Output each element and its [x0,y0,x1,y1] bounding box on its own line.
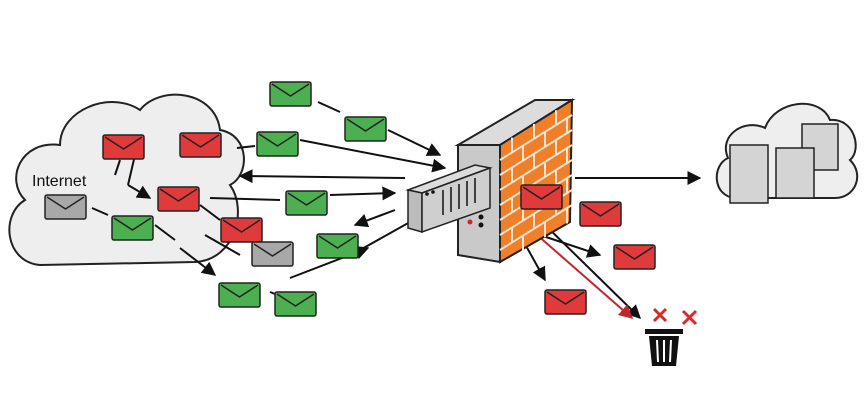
flow-arrow [539,219,641,319]
spam-mail-envelope-icon [157,186,200,212]
flow-arrow [204,234,241,256]
spam-mail-envelope-icon [520,184,563,210]
accepted-mail-envelope-icon [274,291,317,317]
flow-arrow [353,209,396,228]
flow-arrow [387,129,442,156]
close-x-icon [652,307,698,326]
accepted-mail-envelope-icon [285,190,328,216]
flow-arrow [329,186,397,201]
trash-icon [645,329,683,366]
flow-arrow [91,207,109,216]
flow-arrow [359,221,411,251]
accepted-mail-envelope-icon [344,116,387,142]
internet-label: Internet [32,173,87,190]
unknown-mail-envelope-icon [44,194,87,220]
accepted-mail-envelope-icon [111,215,154,241]
spam-mail-envelope-icon [613,244,656,270]
server-icon [405,164,493,234]
accepted-mail-envelope-icon [269,81,312,107]
accepted-mail-envelope-icon [316,233,359,259]
flow-arrow [209,197,281,201]
spam-mail-envelope-icon [220,217,263,243]
unknown-mail-envelope-icon [251,241,294,267]
flow-arrow [127,184,152,199]
spam-mail-envelope-icon [579,201,622,227]
accepted-mail-envelope-icon [218,282,261,308]
flow-arrow [317,101,341,113]
flow-arrow [238,169,406,184]
flow-arrow [179,247,217,276]
spam-mail-envelope-icon [544,289,587,315]
spam-mail-envelope-icon [179,132,222,158]
flow-arrow [199,204,221,221]
document-icon [729,123,839,204]
spam-mail-envelope-icon [102,134,145,160]
flow-arrow [127,154,136,186]
flow-arrow [299,139,447,173]
flow-arrow [114,159,121,176]
flow-arrow [154,224,176,241]
accepted-mail-envelope-icon [256,131,299,157]
flow-arrow [236,145,256,149]
server-cloud-icon [715,102,859,204]
